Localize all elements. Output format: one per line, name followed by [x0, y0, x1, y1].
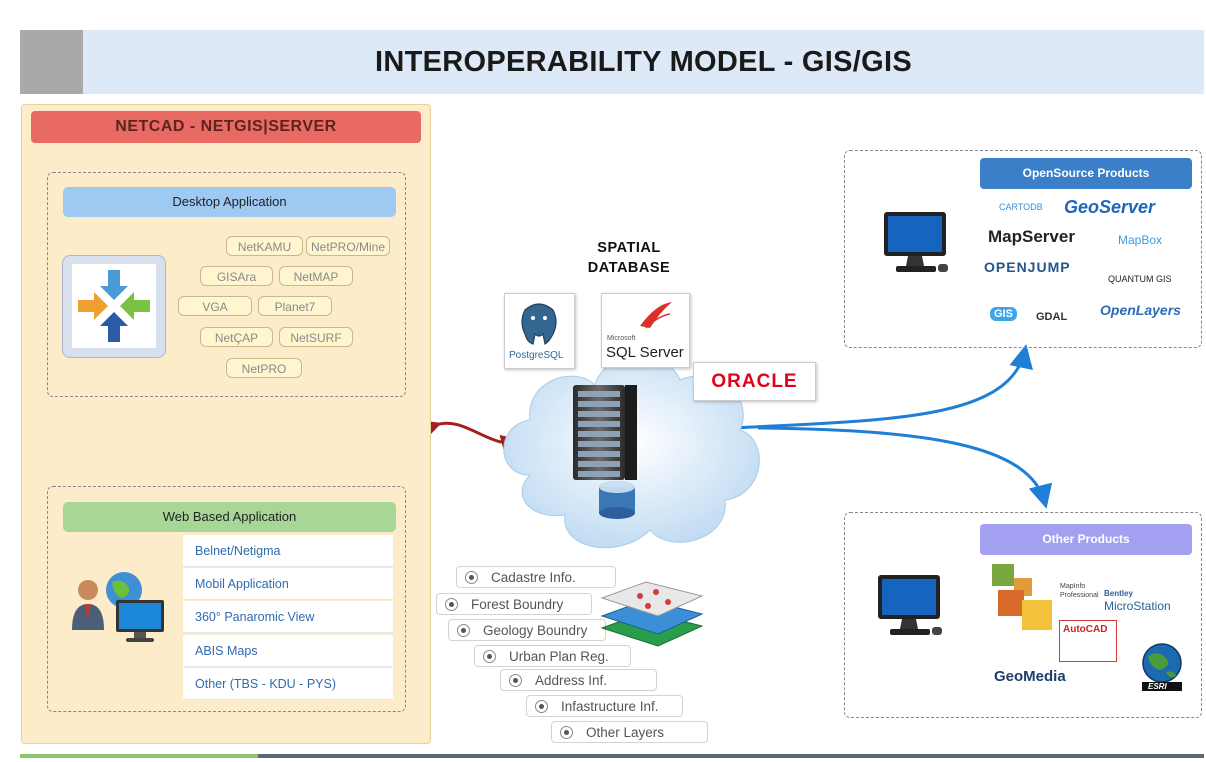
esri-globe-icon [1142, 643, 1182, 691]
qgis-logo: QUANTUM GIS [1108, 274, 1172, 284]
mapserver-logo: MapServer [988, 227, 1075, 246]
netcad-logo-icon [72, 264, 156, 348]
other-logos-panel: MapInfo Professional Bentley MicroStatio… [982, 560, 1192, 705]
layer-cadastre: Cadastre Info. [456, 566, 616, 588]
desktop-computer-icon [878, 575, 942, 635]
radio-icon [535, 700, 548, 713]
module-netkamu: NetKAMU [226, 236, 303, 256]
module-netmap: NetMAP [279, 266, 353, 286]
module-netsurf: NetSURF [279, 327, 353, 347]
web-item-other: Other (TBS - KDU - PYS) [183, 668, 393, 700]
autocad-box: AutoCAD [1059, 620, 1117, 662]
mapinfo-squares-icon [992, 564, 1052, 630]
postgresql-logo: PostgreSQL [504, 293, 575, 369]
spatial-database-title: SPATIAL DATABASE [574, 238, 684, 278]
stacked-map-layers-icon [600, 581, 704, 647]
postgresql-elephant-icon [521, 303, 557, 345]
blue-arrow-to-opensource [713, 344, 1033, 441]
mapinfo-label: MapInfo Professional [1060, 583, 1099, 599]
module-vga: VGA [178, 296, 252, 316]
openlayers-logo: OpenLayers [1100, 302, 1181, 318]
cartodb-logo: CARTODB [999, 202, 1043, 212]
microstation-logo: MicroStation [1104, 599, 1171, 613]
bentley-logo: Bentley [1104, 589, 1133, 598]
desktop-computer-icon [884, 212, 948, 272]
web-user-computer-icon [66, 568, 176, 648]
oracle-logo: ORACLE [693, 362, 816, 401]
title-accent-square [20, 30, 83, 94]
oracle-label: ORACLE [711, 371, 798, 392]
page-title: INTEROPERABILITY MODEL - GIS/GIS [374, 46, 913, 78]
layer-forest: Forest Boundry [436, 593, 592, 615]
module-netcap: NetÇAP [200, 327, 273, 347]
layer-label: Infastructure Inf. [561, 699, 659, 714]
other-products-header: Other Products [980, 524, 1192, 555]
layer-label: Geology Boundry [483, 623, 588, 638]
gdal-logo: GDAL [1036, 311, 1068, 323]
openjump-logo: OPENJUMP [984, 259, 1071, 275]
geoserver-logo: GeoServer [1064, 197, 1156, 217]
layer-geology: Geology Boundry [448, 619, 606, 641]
sqlserver-label: SQL Server [606, 344, 684, 361]
radio-icon [465, 571, 478, 584]
layer-label: Urban Plan Reg. [509, 649, 609, 664]
footer-bar-gray [258, 754, 1204, 758]
module-planet7: Planet7 [258, 296, 332, 316]
postgresql-label: PostgreSQL [509, 350, 564, 361]
title-bar [20, 30, 1204, 94]
esri-logo: ESRI [1148, 682, 1167, 691]
layer-urban-plan: Urban Plan Reg. [474, 645, 631, 667]
sqlserver-swoosh-icon [640, 302, 672, 329]
layer-label: Cadastre Info. [491, 570, 576, 585]
layer-label: Forest Boundry [471, 597, 564, 612]
opensource-products-group [844, 150, 1202, 348]
web-item-abis-maps: ABIS Maps [183, 635, 393, 667]
sqlserver-logo: Microsoft SQL Server [601, 293, 690, 368]
layer-infrastructure: Infastructure Inf. [526, 695, 683, 717]
geomedia-logo: GeoMedia [994, 668, 1066, 685]
footer-bar-green [20, 754, 258, 758]
mapbox-logo: MapBox [1118, 233, 1163, 247]
layer-address: Address Inf. [500, 669, 657, 691]
desktop-application-group [47, 172, 406, 397]
web-item-mobil-application: Mobil Application [183, 568, 393, 600]
web-application-group [47, 486, 406, 712]
radio-icon [445, 598, 458, 611]
opensource-logos-panel: CARTODB GeoServer MapServer MapBox OPENJ… [982, 193, 1192, 334]
radio-icon [560, 726, 573, 739]
module-netpro-mine: NetPRO/Mine [306, 236, 390, 256]
autocad-logo: AutoCAD [1063, 624, 1108, 635]
spatial-title-line2: DATABASE [587, 260, 671, 276]
web-item-panoramic-view: 360° Panaromic View [183, 601, 393, 633]
sqlserver-microsoft-label: Microsoft [607, 335, 636, 342]
web-application-header: Web Based Application [63, 502, 396, 532]
database-cloud [503, 355, 760, 549]
desktop-application-header: Desktop Application [63, 187, 396, 217]
gis-cloud-logo: GIS [990, 307, 1017, 321]
spatial-title-line1: SPATIAL [597, 240, 661, 256]
other-products-group [844, 512, 1202, 718]
netcad-header: NETCAD - NETGIS|SERVER [31, 111, 421, 143]
radio-icon [509, 674, 522, 687]
layer-label: Address Inf. [535, 673, 608, 688]
module-netpro: NetPRO [226, 358, 302, 378]
radio-icon [483, 650, 496, 663]
opensource-products-header: OpenSource Products [980, 158, 1192, 189]
layer-other: Other Layers [551, 721, 708, 743]
web-item-belnet-netigma: Belnet/Netigma [183, 535, 393, 567]
layer-label: Other Layers [586, 725, 665, 740]
module-gisara: GISAra [200, 266, 273, 286]
radio-icon [457, 624, 470, 637]
blue-arrow-to-other [757, 426, 1053, 509]
